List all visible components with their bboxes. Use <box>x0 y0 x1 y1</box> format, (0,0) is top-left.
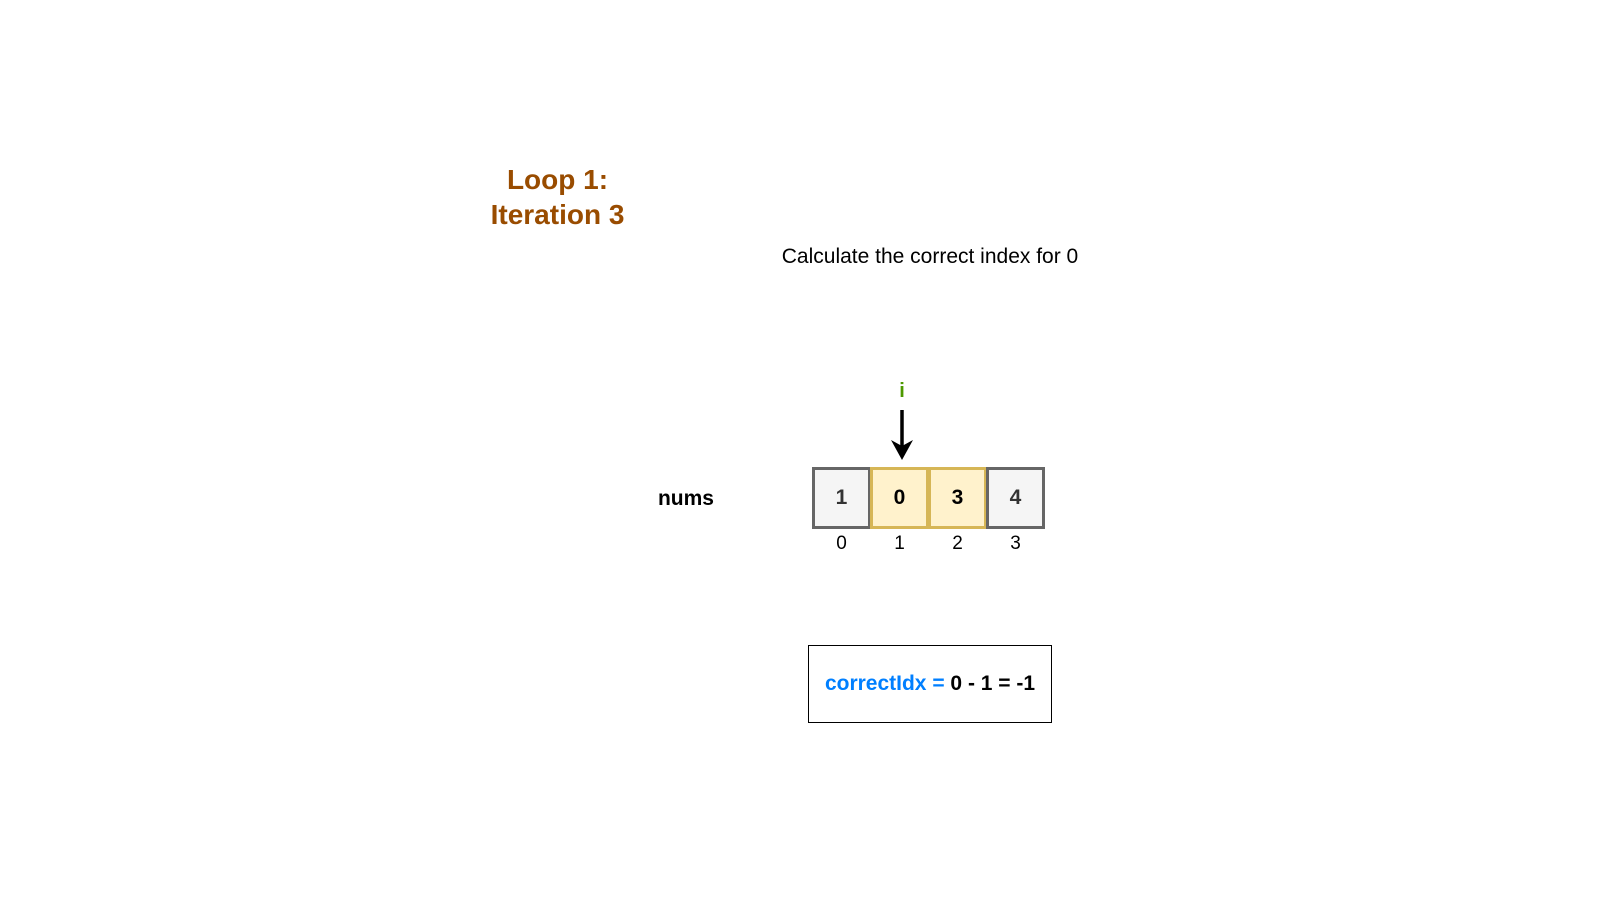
array-index-1: 1 <box>894 533 905 554</box>
formula-variable: correctIdx = <box>824 672 945 695</box>
array-index-3: 3 <box>1010 533 1021 554</box>
array-indices: 0 1 2 3 <box>812 533 1045 555</box>
array-index-2: 2 <box>952 533 963 554</box>
array-cell-2: 3 <box>928 467 987 529</box>
array-cell-3: 4 <box>986 467 1045 529</box>
title-line-1: Loop 1: <box>506 164 609 195</box>
array-cells: 1 0 3 4 <box>812 467 1045 529</box>
array-cell-0: 1 <box>812 467 871 529</box>
diagram-title: Loop 1: Iteration 3 <box>470 162 645 232</box>
array-label: nums <box>657 487 714 510</box>
down-arrow-icon <box>891 410 913 460</box>
formula-box: correctIdx = 0 - 1 = -1 <box>808 645 1052 723</box>
step-description: Calculate the correct index for 0 <box>781 245 1079 268</box>
pointer-label-i: i <box>899 380 905 402</box>
formula-expression: 0 - 1 = -1 <box>944 672 1036 695</box>
array-index-0: 0 <box>836 533 847 554</box>
title-line-2: Iteration 3 <box>490 199 625 230</box>
array-cell-1: 0 <box>870 467 929 529</box>
